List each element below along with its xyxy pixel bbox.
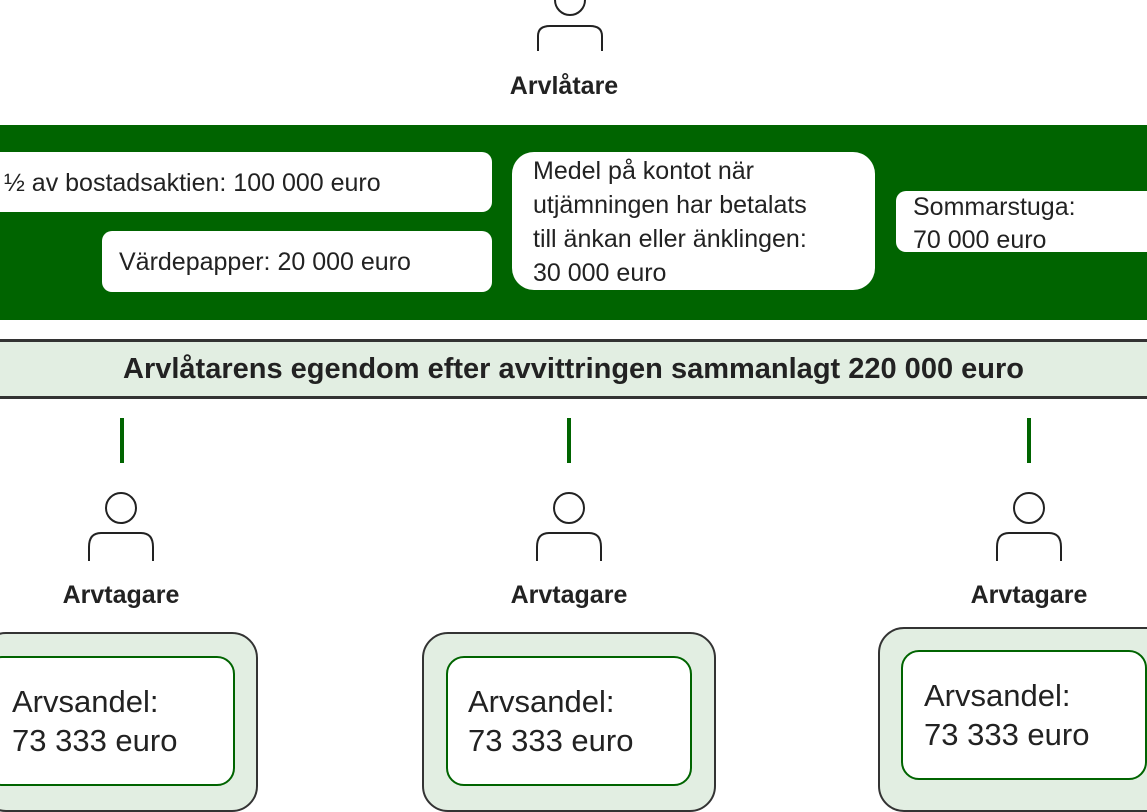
connector-line [1027, 418, 1031, 463]
asset-account-line: utjämningen har betalats [533, 191, 807, 219]
asset-cottage-line: 70 000 euro [913, 226, 1047, 254]
estate-total-text: Arvlåtarens egendom efter avvittringen s… [123, 352, 1024, 385]
heir-share-title: Arvsandel: [468, 684, 615, 719]
asset-account-funds: Medel på kontot när utjämningen har beta… [512, 152, 875, 290]
heir-share-title: Arvsandel: [12, 684, 159, 719]
asset-apartment-share: ½ av bostadsaktien: 100 000 euro [0, 152, 492, 212]
asset-securities-text: Värdepapper: 20 000 euro [119, 248, 411, 276]
asset-account-line: Medel på kontot när [533, 157, 754, 185]
heir-person-icon [995, 491, 1063, 563]
estate-total-bar: Arvlåtarens egendom efter avvittringen s… [0, 339, 1147, 399]
heir-share-title: Arvsandel: [924, 678, 1071, 713]
connector-line [567, 418, 571, 463]
asset-apartment-share-text: ½ av bostadsaktien: 100 000 euro [4, 169, 381, 197]
asset-account-line: 30 000 euro [533, 259, 667, 287]
heir-share-amount: 73 333 euro [924, 717, 1090, 752]
decedent-label: Arvlåtare [509, 72, 619, 100]
heir-label: Arvtagare [510, 581, 628, 609]
decedent-person-icon [536, 0, 604, 52]
heir-person-icon [87, 491, 155, 563]
asset-cottage-line: Sommarstuga: [913, 193, 1076, 221]
heir-label: Arvtagare [970, 581, 1088, 609]
heir-share-amount: 73 333 euro [468, 723, 634, 758]
heir-label: Arvtagare [62, 581, 180, 609]
heir-share-box: Arvsandel: 73 333 euro [446, 656, 692, 786]
connector-line [120, 418, 124, 463]
asset-account-line: till änkan eller änklingen: [533, 225, 807, 253]
asset-securities: Värdepapper: 20 000 euro [102, 231, 492, 292]
heir-share-amount: 73 333 euro [12, 723, 178, 758]
heir-share-box: Arvsandel: 73 333 euro [901, 650, 1147, 780]
heir-share-box: Arvsandel: 73 333 euro [0, 656, 235, 786]
heir-person-icon [535, 491, 603, 563]
asset-summer-cottage: Sommarstuga: 70 000 euro [896, 191, 1147, 254]
